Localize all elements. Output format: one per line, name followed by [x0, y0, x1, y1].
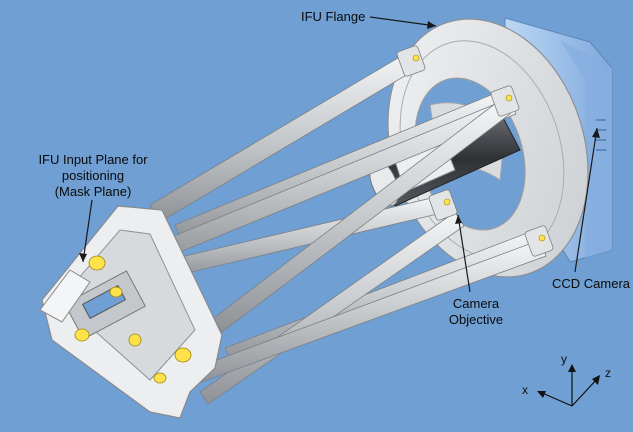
leader-arrowheads	[79, 21, 600, 262]
flange-fitting-accents	[412, 54, 546, 242]
flange-fittings	[396, 45, 554, 257]
ccd-camera-label: CCD Camera	[552, 276, 631, 291]
coordinate-axes	[539, 368, 599, 407]
axis-x-label: x	[522, 383, 528, 397]
mask-plane-fittings	[74, 255, 192, 384]
truss-rods	[139, 51, 547, 405]
ifu-input-plane-label: IFU Input Plane for positioning (Mask Pl…	[38, 152, 148, 199]
ifu-flange-label: IFU Flange	[301, 9, 366, 24]
axis-z-label: z	[605, 366, 611, 380]
axis-y-label: y	[561, 352, 567, 366]
camera-objective-label: Camera Objective	[448, 296, 504, 327]
leader-lines	[82, 16, 598, 293]
axis-arrowheads	[537, 364, 600, 398]
ifu-input-plate	[39, 205, 223, 419]
